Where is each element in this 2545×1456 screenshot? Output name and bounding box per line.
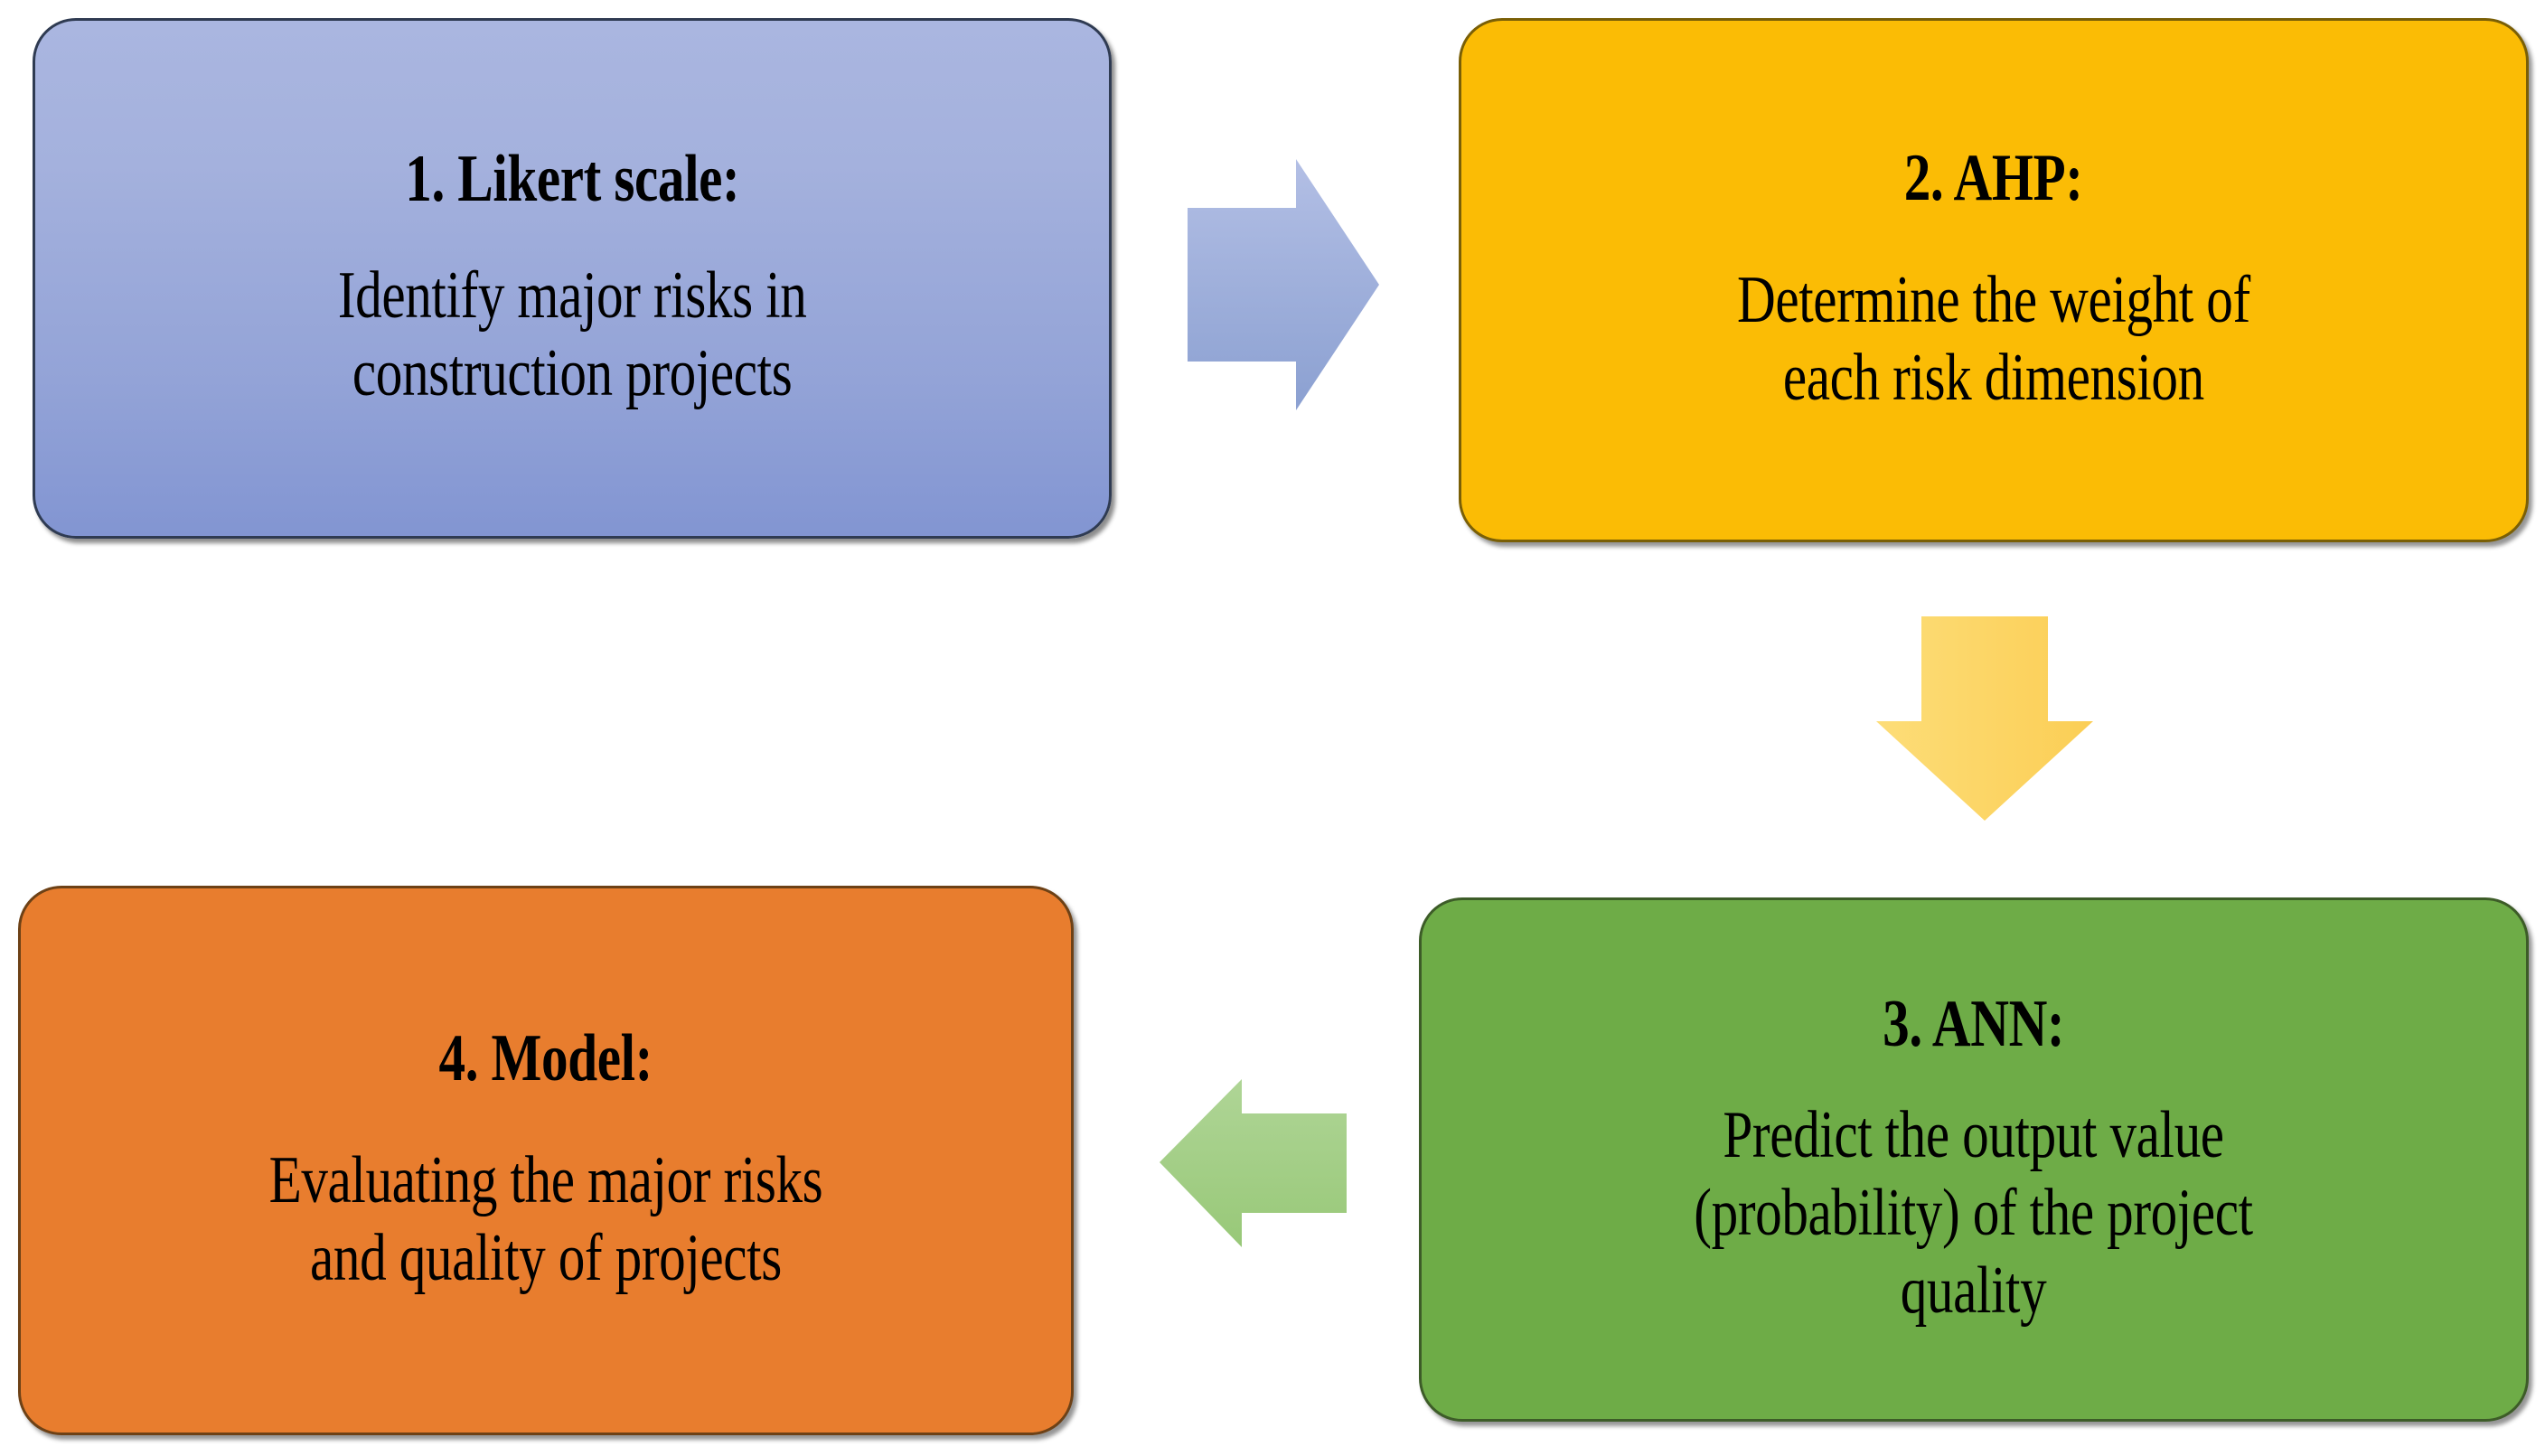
node-body-likert-scale: Identify major risks in construction pro… (337, 258, 807, 410)
process-node-model[interactable]: 4. Model: Evaluating the major risks and… (18, 886, 1074, 1435)
arrow-down-icon-ahp-to-ann (1876, 616, 2093, 821)
arrow-right-icon-likert-to-ahp (1188, 159, 1379, 410)
arrow-left-icon-ann-to-model (1160, 1079, 1347, 1247)
node-title-model: 4. Model: (438, 1021, 653, 1096)
node-title-ann: 3. ANN: (1883, 987, 2065, 1062)
process-node-ahp[interactable]: 2. AHP: Determine the weight of each ris… (1459, 18, 2529, 542)
node-body-ann: Predict the output value (probability) o… (1694, 1098, 2254, 1328)
node-title-likert-scale: 1. Likert scale: (404, 142, 740, 217)
process-node-likert-scale[interactable]: 1. Likert scale: Identify major risks in… (33, 18, 1112, 539)
node-title-ahp: 2. AHP: (1904, 141, 2083, 216)
node-body-model: Evaluating the major risks and quality o… (268, 1143, 823, 1295)
process-node-ann[interactable]: 3. ANN: Predict the output value (probab… (1419, 897, 2529, 1422)
node-body-ahp: Determine the weight of each risk dimens… (1737, 263, 2250, 415)
